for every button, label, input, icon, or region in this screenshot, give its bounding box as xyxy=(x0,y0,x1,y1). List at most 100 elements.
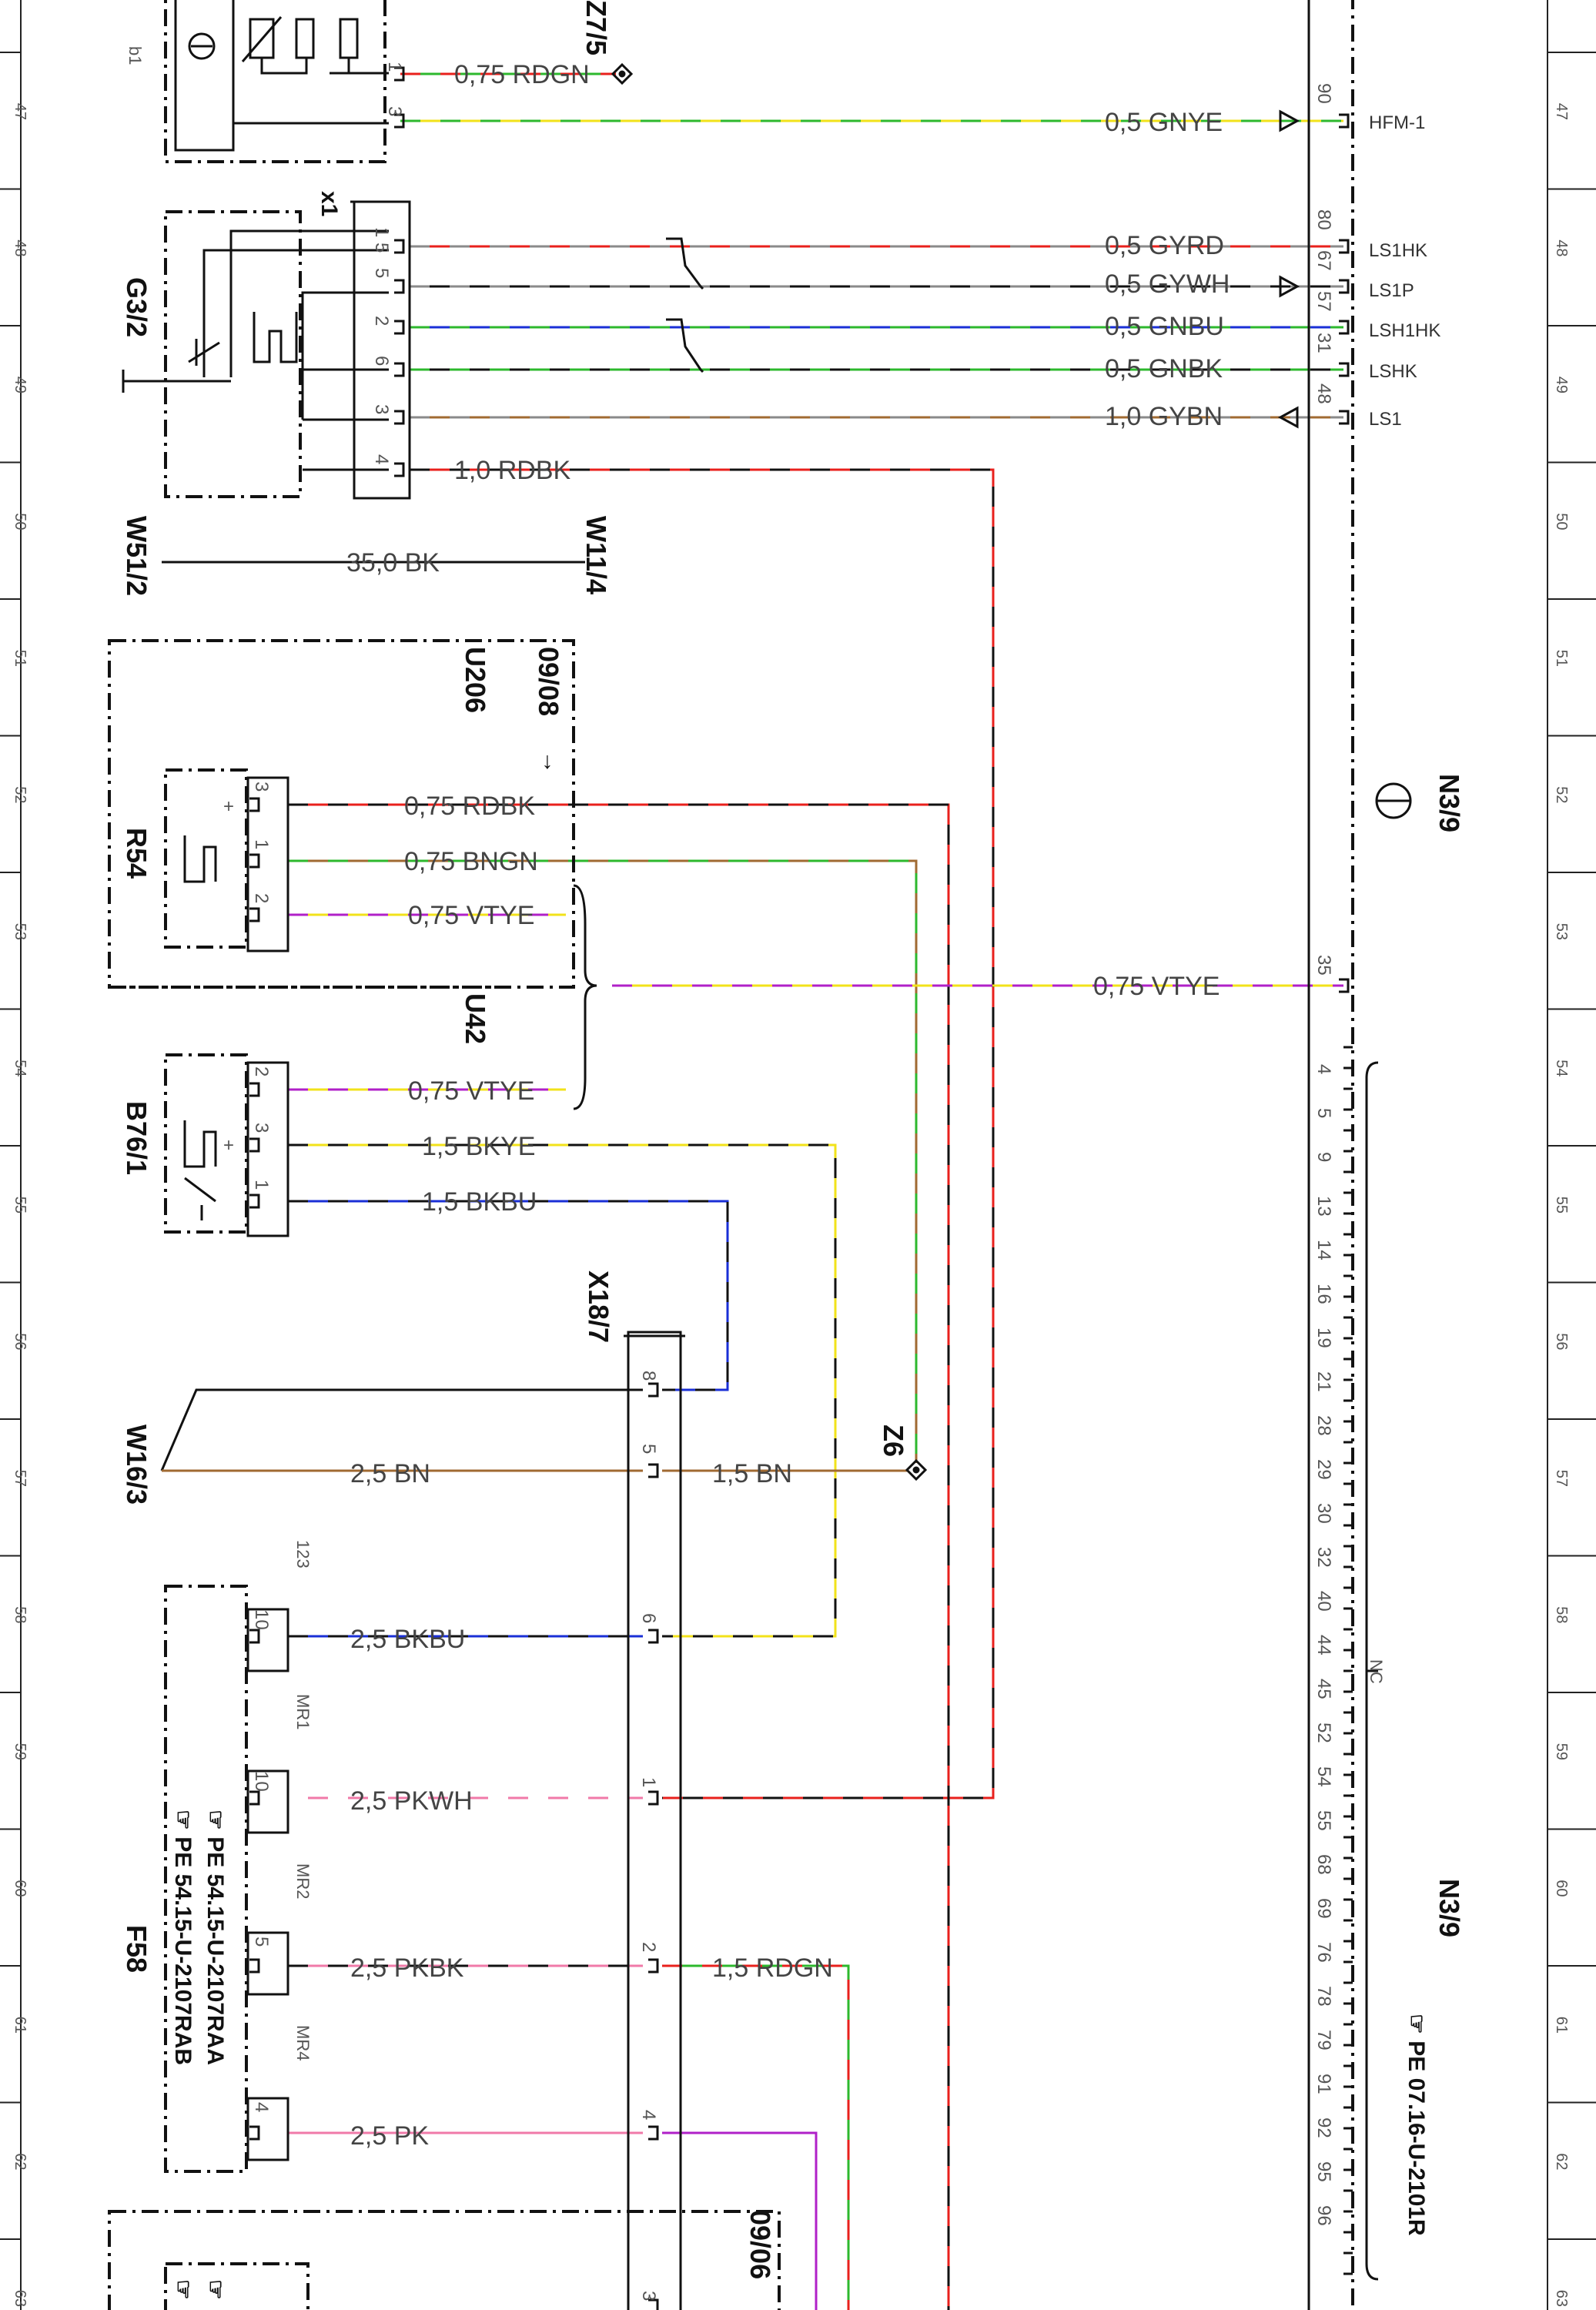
x18-7-label: X18/7 xyxy=(583,1270,614,1343)
signal-lsh1hk: LSH1HK xyxy=(1369,320,1440,341)
row-number-left-62: 62 xyxy=(12,2153,28,2170)
x18-pin-8: 8 xyxy=(638,1371,659,1381)
text-layer: b1 x1 G3/2 W51/2 W11/4 U206 09/08 → R54 … xyxy=(121,0,1465,2301)
component-internals xyxy=(122,0,1412,2310)
wire-bk-350: 35,0 BK xyxy=(346,548,440,578)
x1-terminal-0 xyxy=(394,66,405,82)
x18-pin-2: 2 xyxy=(638,1942,659,1952)
direction-arrows xyxy=(1277,109,1300,429)
row-number-left-53: 53 xyxy=(12,923,28,940)
nc-pin-44: 44 xyxy=(1313,1635,1334,1656)
nc-pin-9: 9 xyxy=(1313,1152,1334,1162)
wire-path-bngn-075 xyxy=(288,859,918,1463)
wire-gyrd-05: 0,5 GYRD xyxy=(1105,231,1224,260)
wire-path-pk-15 xyxy=(662,2131,818,2310)
row-number-left-59: 59 xyxy=(12,1743,28,1760)
wire-gywh-05: 0,5 GYWH xyxy=(1105,270,1230,299)
row-ticks xyxy=(0,52,1596,2240)
terminals xyxy=(249,66,1353,2310)
r54-pin-3: 3 xyxy=(251,782,272,792)
b76-1-box xyxy=(164,1053,248,1234)
z6-label: Z6 xyxy=(878,1424,909,1457)
date-arrow: → xyxy=(538,751,564,774)
wire-gnbu-05: 0,5 GNBU xyxy=(1105,312,1224,341)
bottom-inner-box xyxy=(164,2262,309,2310)
row-number-left-56: 56 xyxy=(12,1333,28,1350)
n3-9-bottom-label: N3/9 xyxy=(1434,1879,1465,1937)
signal-ls1hk: LS1HK xyxy=(1369,240,1427,261)
wire-pkwh-25: 2,5 PKWH xyxy=(350,1786,473,1816)
nc-pin-54: 54 xyxy=(1313,1766,1334,1787)
sensor-terminal-2 xyxy=(249,907,260,922)
row-number-left-54: 54 xyxy=(12,1060,28,1076)
x18-pin-1: 1 xyxy=(638,1777,659,1787)
wire-bn-15: 1,5 BN xyxy=(712,1459,792,1488)
sensor-terminal-3 xyxy=(249,1082,260,1097)
row-number-left-61: 61 xyxy=(12,2017,28,2034)
x1-terminal-1 xyxy=(394,113,405,129)
row-number-left-58: 58 xyxy=(12,1606,28,1623)
wire-gybn-10: 1,0 GYBN xyxy=(1105,402,1223,431)
pe-reference-3: ☞ PE 07.16-U-2101R xyxy=(1404,2014,1429,2236)
x18-terminal-3 xyxy=(648,1790,659,1806)
row-number-right-63: 63 xyxy=(1553,2290,1570,2307)
nc-pin-21: 21 xyxy=(1313,1371,1334,1392)
x1-pin-4: 4 xyxy=(371,454,392,464)
x18-terminal-1 xyxy=(648,1463,659,1478)
row-number-right-47: 47 xyxy=(1553,103,1570,120)
wire-path-rdbk-10 xyxy=(410,468,995,1799)
b76-pin-3: 3 xyxy=(251,1123,272,1133)
wire-layer xyxy=(160,72,1343,2310)
signal-lshk: LSHK xyxy=(1369,361,1417,382)
row-number-right-52: 52 xyxy=(1553,786,1570,803)
x18-terminal-5 xyxy=(648,2125,659,2141)
row-number-right-59: 59 xyxy=(1553,1743,1570,1760)
wire-rdbk-075: 0,75 RDBK xyxy=(404,792,535,821)
b76-pin-1: 1 xyxy=(251,1180,272,1190)
f58-pin-123: 123 xyxy=(293,1540,313,1568)
wire-path-rdbk-075 xyxy=(288,803,950,2310)
wire-vtye-075-b: 0,75 VTYE xyxy=(1093,972,1220,1001)
f58-terminal-0 xyxy=(249,1629,260,1644)
wire-rdbk-10: 1,0 RDBK xyxy=(454,456,570,485)
w11-4-label: W11/4 xyxy=(581,516,612,594)
row-number-right-54: 54 xyxy=(1553,1060,1570,1076)
f58-terminal-1 xyxy=(249,1790,260,1806)
nc-pin-29: 29 xyxy=(1313,1459,1334,1480)
nc-pin-28: 28 xyxy=(1313,1415,1334,1436)
mr1-label: MR1 xyxy=(293,1694,313,1729)
row-number-right-48: 48 xyxy=(1553,239,1570,256)
x18-terminal-6 xyxy=(648,2298,659,2310)
x1-pin-1-5: 1 5 xyxy=(371,227,392,253)
b76-pin-2: 2 xyxy=(251,1066,272,1076)
nc-pin-96: 96 xyxy=(1313,2205,1334,2226)
nc-pin-4: 4 xyxy=(1313,1064,1334,1074)
nc-pin-32: 32 xyxy=(1313,1547,1334,1568)
row-number-left-48: 48 xyxy=(12,239,28,256)
f58-pin-4: 4 xyxy=(251,2102,272,2112)
r54-label: R54 xyxy=(121,828,152,879)
page-frame xyxy=(20,0,1548,2310)
wire-bkbu-25: 2,5 BKBU xyxy=(350,1625,465,1654)
wire-bkbu-15: 1,5 BKBU xyxy=(422,1187,537,1217)
n3-terminal-2 xyxy=(1339,279,1350,294)
date-0906-label: 09/06 xyxy=(744,2210,776,2279)
nc-pin-68: 68 xyxy=(1313,1854,1334,1875)
x1-pin-5: 5 xyxy=(371,268,392,278)
nc-pin-14: 14 xyxy=(1313,1240,1334,1260)
row-number-right-50: 50 xyxy=(1553,513,1570,530)
bottom-box xyxy=(108,2210,781,2310)
row-number-right-56: 56 xyxy=(1553,1333,1570,1350)
z7-5-splice xyxy=(611,62,634,85)
nc-pin-19: 19 xyxy=(1313,1327,1334,1348)
x18-pin-3: 3 xyxy=(638,2291,659,2301)
x1-terminal-7 xyxy=(394,462,405,477)
nc-pin-91: 91 xyxy=(1313,2074,1334,2094)
component-outlines xyxy=(108,0,1354,2310)
row-number-left-52: 52 xyxy=(12,786,28,803)
f58-terminal-3 xyxy=(249,2125,260,2141)
x18-terminal-4 xyxy=(648,1958,659,1974)
b1-label: b1 xyxy=(125,46,145,65)
